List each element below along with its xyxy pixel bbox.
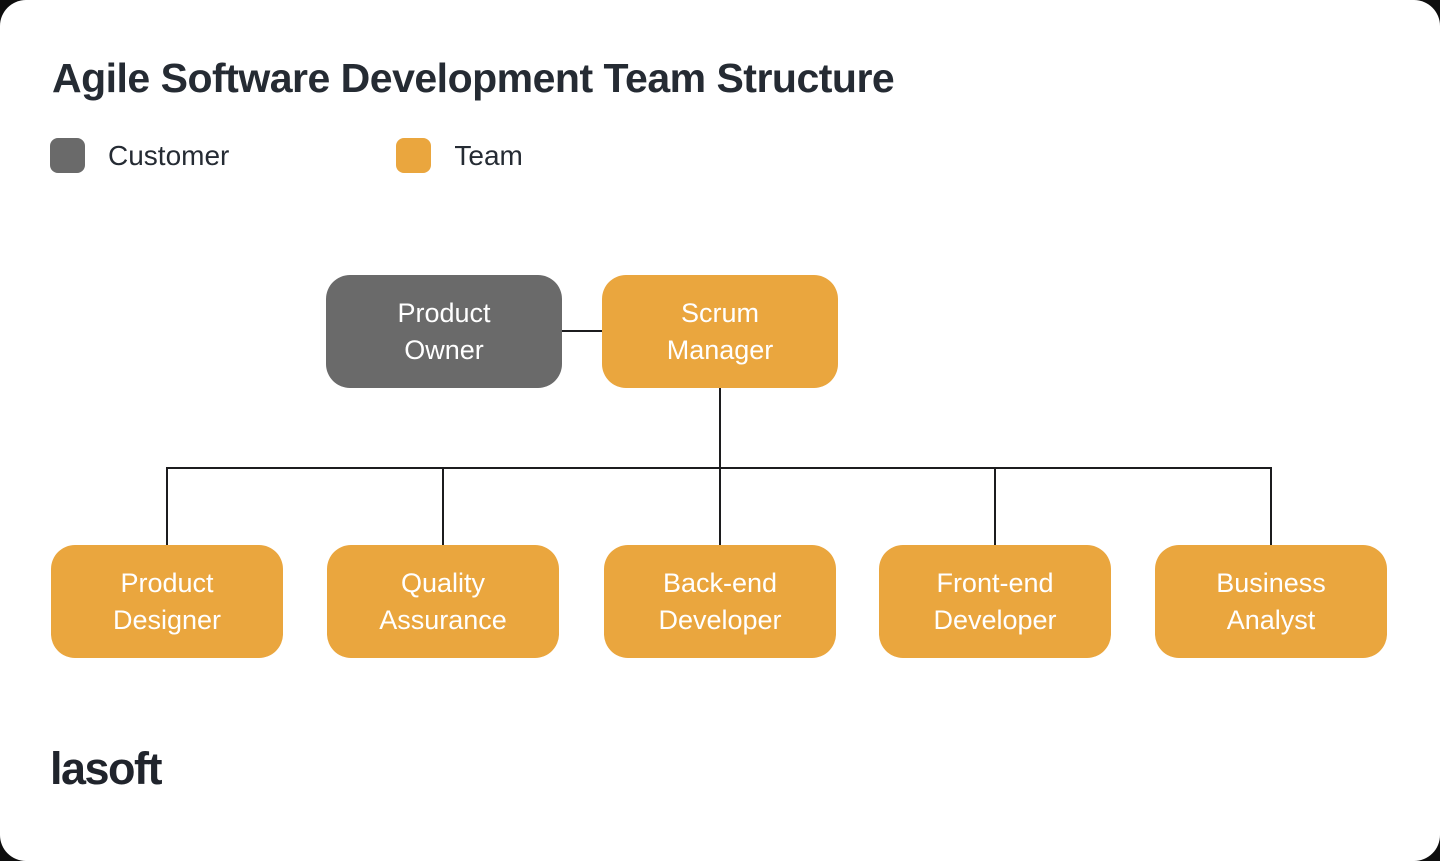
page-title: Agile Software Development Team Structur… <box>52 55 895 101</box>
node-quality-assurance-label: Quality Assurance <box>379 567 507 635</box>
legend-item-team: Team <box>396 138 523 173</box>
legend-item-customer: Customer <box>50 138 229 173</box>
node-product-designer-label: Product Designer <box>112 567 222 635</box>
node-product-owner: Product Owner <box>326 275 562 388</box>
lasoft-logo: lasoft <box>50 743 163 794</box>
node-backend-developer-label: Back-end Developer <box>658 567 782 635</box>
node-scrum-manager-label: Scrum Manager <box>666 297 774 365</box>
node-scrum-manager: Scrum Manager <box>602 275 838 388</box>
team-color-swatch <box>396 138 432 173</box>
legend-label-customer: Customer <box>108 139 230 171</box>
node-product-owner-label: Product Owner <box>397 297 491 365</box>
node-business-analyst: Business Analyst <box>1155 545 1387 658</box>
node-frontend-developer-label: Front-end Developer <box>933 567 1057 635</box>
node-backend-developer: Back-end Developer <box>604 545 836 658</box>
legend-label-team: Team <box>454 139 523 171</box>
node-quality-assurance: Quality Assurance <box>327 545 559 658</box>
legend: Customer Team <box>50 138 523 173</box>
node-frontend-developer: Front-end Developer <box>879 545 1111 658</box>
node-business-analyst-label: Business Analyst <box>1216 567 1326 635</box>
node-product-designer: Product Designer <box>51 545 283 658</box>
customer-color-swatch <box>50 138 85 173</box>
